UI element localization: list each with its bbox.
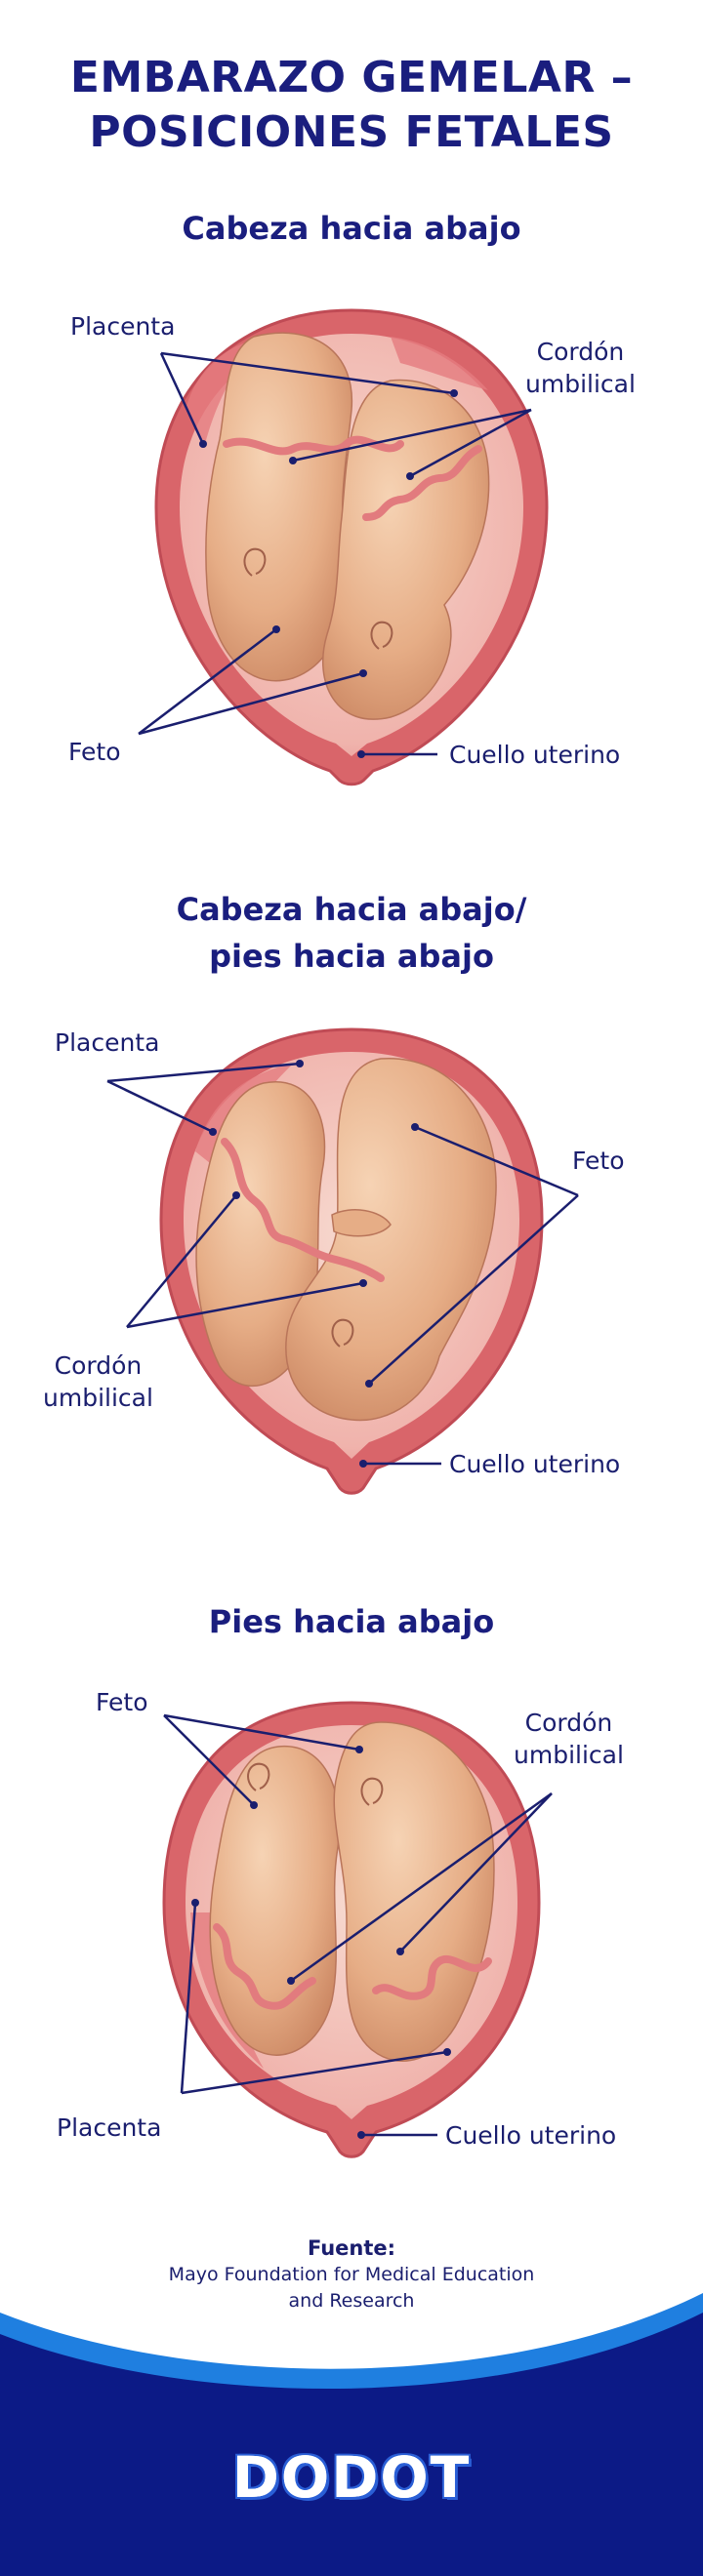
label-cordon-2: Cordón umbilical xyxy=(43,1349,153,1414)
label-cordon-3-line-2: umbilical xyxy=(514,1741,624,1769)
label-cordon-3-line-1: Cordón xyxy=(524,1709,613,1737)
uterus-diagram-1 xyxy=(154,308,549,786)
leader-dots-2 xyxy=(209,1060,419,1468)
leader-lines-3 xyxy=(163,1713,553,2137)
fetus-1-right xyxy=(322,379,490,720)
label-cordon-1-line-1: Cordón xyxy=(536,338,625,366)
footer-blue-band xyxy=(0,2313,703,2576)
label-cordon-1-line-2: umbilical xyxy=(525,370,636,398)
source-line-1: Mayo Foundation for Medical Education xyxy=(168,2264,535,2285)
fetus-3-right-ear xyxy=(360,1777,384,1806)
label-cordon-2-line-2: umbilical xyxy=(43,1384,153,1412)
fetus-3-left-ear xyxy=(247,1762,270,1791)
label-placenta-2: Placenta xyxy=(55,1028,160,1057)
label-feto-3: Feto xyxy=(96,1688,148,1716)
placenta-1b xyxy=(391,337,488,390)
leader-dots-3 xyxy=(191,1746,451,2139)
source-credit: Fuente: Mayo Foundation for Medical Educ… xyxy=(0,2234,703,2314)
label-placenta-1: Placenta xyxy=(70,312,176,341)
umbilical-cord-3b xyxy=(372,1955,492,2000)
label-feto-1: Feto xyxy=(68,738,121,766)
source-line-2: and Research xyxy=(288,2290,415,2312)
uterus-diagram-2 xyxy=(159,1027,544,1495)
fetus-2-hand xyxy=(331,1209,392,1237)
page-title-line-2: POSICIONES FETALES xyxy=(89,107,614,157)
section-1-title: Cabeza hacia abajo xyxy=(182,210,521,247)
section-3-title: Pies hacia abajo xyxy=(208,1603,495,1640)
page-title: EMBARAZO GEMELAR – POSICIONES FETALES xyxy=(0,51,703,160)
label-placenta-3: Placenta xyxy=(57,2113,162,2142)
fetus-1-left xyxy=(205,332,353,682)
leader-dots-1 xyxy=(199,389,458,758)
dodot-logo: DODOT xyxy=(231,2444,472,2511)
umbilical-cord-2 xyxy=(221,1138,385,1282)
label-cuello-3: Cuello uterino xyxy=(445,2121,617,2150)
label-cordon-1: Cordón umbilical xyxy=(525,336,636,400)
label-cuello-2: Cuello uterino xyxy=(449,1450,621,1478)
section-2-title-line-2: pies hacia abajo xyxy=(209,938,494,975)
uterus-diagram-3 xyxy=(162,1701,541,2158)
label-cordon-2-line-1: Cordón xyxy=(54,1351,143,1380)
label-feto-2: Feto xyxy=(572,1147,625,1175)
fetus-2-left xyxy=(195,1080,326,1388)
fetus-2-right-ear xyxy=(331,1318,354,1348)
leader-lines-2 xyxy=(106,1062,579,1466)
umbilical-cord-3a xyxy=(213,1923,316,2010)
footer-wave xyxy=(0,2293,703,2576)
section-2-title: Cabeza hacia abajo/ pies hacia abajo xyxy=(0,886,703,980)
leader-lines-1 xyxy=(138,351,532,756)
fetus-1-right-ear xyxy=(370,621,393,650)
page-title-line-1: EMBARAZO GEMELAR – xyxy=(69,53,634,102)
label-cuello-1: Cuello uterino xyxy=(449,741,621,769)
source-title: Fuente: xyxy=(307,2236,396,2260)
umbilical-cord-1b xyxy=(362,445,482,521)
label-cordon-3: Cordón umbilical xyxy=(514,1707,624,1771)
fetus-1-left-ear xyxy=(243,547,267,577)
section-2-title-line-1: Cabeza hacia abajo/ xyxy=(176,891,527,928)
